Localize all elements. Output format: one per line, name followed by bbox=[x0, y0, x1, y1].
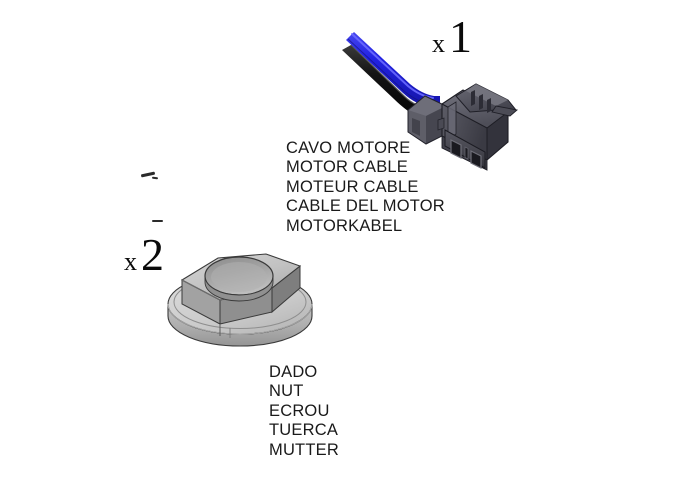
leader-mark-lower bbox=[152, 220, 163, 222]
quantity-prefix: x bbox=[124, 247, 137, 276]
nut-flange-seam bbox=[219, 324, 231, 338]
caption-line-en: NUT bbox=[269, 382, 304, 401]
caption-line-it: CAVO MOTORE bbox=[286, 139, 411, 157]
quantity-label-motor-cable: x1 bbox=[432, 14, 472, 60]
quantity-value: 1 bbox=[449, 11, 472, 62]
caption-line-de: MUTTER bbox=[269, 440, 339, 459]
quantity-label-flange-nut: x2 bbox=[124, 232, 164, 278]
connector-front-face bbox=[441, 129, 488, 171]
leader-mark-upper-tip bbox=[151, 176, 159, 180]
nut-center-bore bbox=[204, 256, 274, 302]
caption-line-fr: ECROU bbox=[269, 401, 330, 420]
strain-relief-boot bbox=[407, 95, 447, 145]
caption-line-es: CABLE DEL MOTOR bbox=[286, 197, 445, 216]
flange-nut-illustration bbox=[160, 232, 330, 357]
caption-flange-nut: DADO NUT ECROU TUERCA MUTTER bbox=[269, 363, 339, 460]
caption-motor-cable: CAVO MOTORE MOTOR CABLE MOTEUR CABLE CAB… bbox=[286, 139, 445, 236]
caption-line-es: TUERCA bbox=[269, 421, 339, 440]
caption-line-en: MOTOR CABLE bbox=[286, 158, 409, 177]
latch-lever bbox=[455, 83, 519, 117]
caption-line-de: MOTORKABEL bbox=[286, 216, 403, 235]
caption-line-fr: MOTEUR CABLE bbox=[286, 177, 419, 196]
black-wire bbox=[342, 44, 422, 117]
motor-cable-illustration bbox=[330, 12, 520, 172]
quantity-prefix: x bbox=[432, 29, 445, 58]
quantity-value: 2 bbox=[141, 229, 164, 280]
caption-line-it: DADO bbox=[269, 363, 318, 381]
